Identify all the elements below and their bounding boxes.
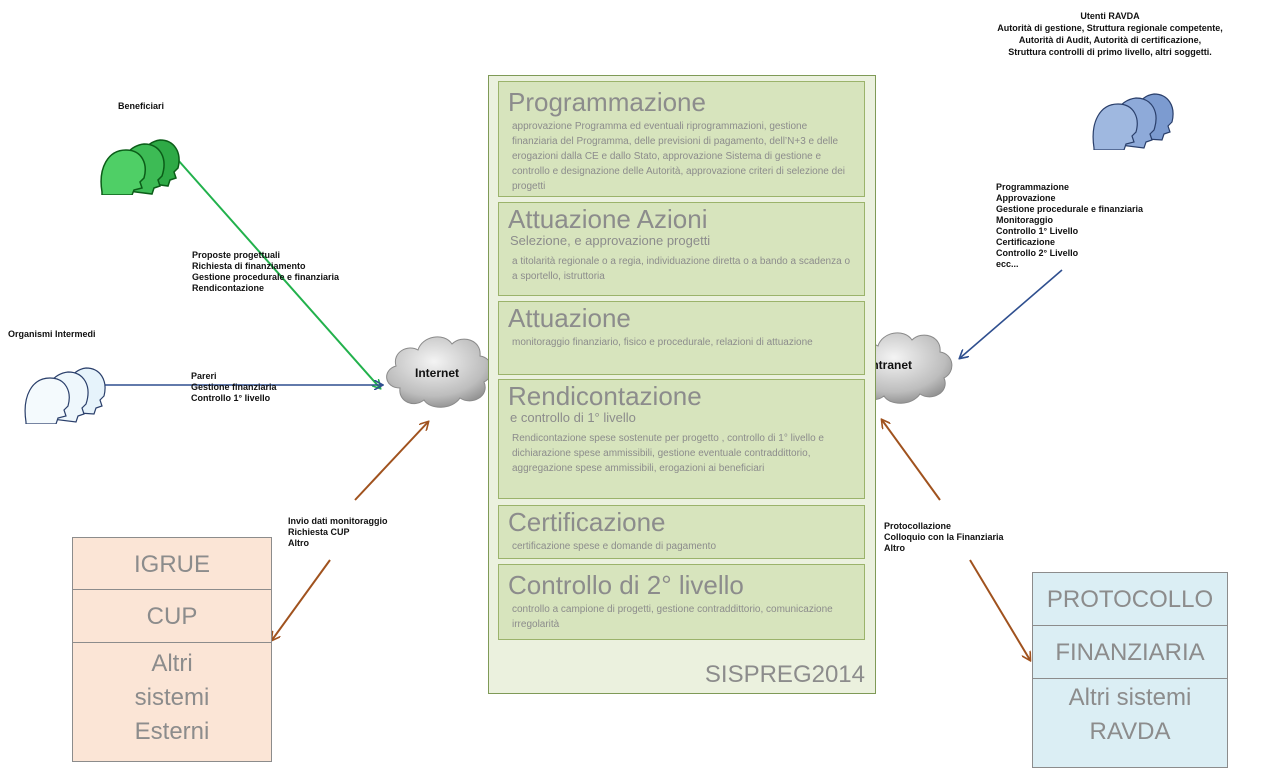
external-system-label: Esterni: [134, 718, 210, 745]
section-title: Controllo di 2° livello: [508, 570, 744, 600]
section-title: Programmazione: [508, 87, 706, 117]
external-system-protocollo: PROTOCOLLO: [1032, 572, 1228, 626]
external-right-flow-line: Altro: [884, 543, 905, 553]
section-attuazione-azioni: Attuazione Azioni Selezione, e approvazi…: [498, 202, 865, 296]
ravda-flow-line: Gestione procedurale e finanziaria: [996, 204, 1144, 214]
external-system-label: FINANZIARIA: [1055, 639, 1205, 666]
external-left-flow-line: Richiesta CUP: [288, 527, 350, 537]
ravda-title-line: Autorità di gestione, Struttura regional…: [997, 23, 1223, 33]
external-system-cup: CUP: [72, 589, 272, 643]
external-system-label: RAVDA: [1089, 718, 1171, 745]
section-description: approvazione Programma ed eventuali ripr…: [512, 121, 845, 192]
section-controllo-2-livello: Controllo di 2° livello controllo a camp…: [498, 564, 865, 640]
beneficiari-flow-label: Proposte progettuali Richiesta di finanz…: [192, 250, 339, 294]
ravda-flow-line: Controllo 1° Livello: [996, 226, 1079, 236]
internet-external-left-arrow-b: [272, 559, 331, 640]
external-system-label: Altri: [151, 650, 193, 677]
section-description: monitoraggio finanziario, fisico e proce…: [512, 337, 813, 348]
organismi-people-icon: [22, 344, 112, 424]
section-subtitle: Selezione, e approvazione progetti: [510, 233, 711, 248]
ravda-flow-line: ecc...: [996, 259, 1019, 269]
external-system-label: IGRUE: [133, 551, 210, 578]
beneficiari-flow-line: Gestione procedurale e finanziaria: [192, 272, 340, 282]
beneficiari-people-icon: [98, 120, 188, 195]
ravda-flow-line: Controllo 2° Livello: [996, 248, 1079, 258]
ravda-title-line: Autorità di Audit, Autorità di certifica…: [1018, 35, 1202, 45]
section-attuazione: Attuazione monitoraggio finanziario, fis…: [498, 301, 865, 375]
section-rendicontazione: Rendicontazione e controllo di 1° livell…: [498, 379, 865, 499]
sispreg-system-box: Programmazione approvazione Programma ed…: [488, 75, 876, 694]
section-title: Certificazione: [508, 507, 666, 537]
organismi-flow-line: Pareri: [191, 371, 217, 381]
external-system-igrue: IGRUE: [72, 537, 272, 590]
beneficiari-to-internet-arrow: [177, 159, 380, 388]
ravda-flow-line: Programmazione: [996, 182, 1070, 192]
section-description: controllo a campione di progetti, gestio…: [512, 604, 833, 630]
ravda-flow-line: Approvazione: [996, 193, 1056, 203]
organismi-flow-line: Controllo 1° livello: [191, 393, 271, 403]
external-system-finanziaria: FINANZIARIA: [1032, 625, 1228, 679]
organismi-title: Organismi Intermedi: [8, 329, 96, 339]
external-system-label: PROTOCOLLO: [1046, 586, 1214, 613]
beneficiari-flow-line: Proposte progettuali: [192, 250, 281, 260]
external-right-flow-line: Protocollazione: [884, 521, 952, 531]
internet-external-left-arrow-a: [354, 422, 428, 501]
intranet-external-right-arrow-a: [882, 420, 941, 501]
ravda-title-line: Struttura controlli di primo livello, al…: [1008, 47, 1212, 57]
external-left-flow-line: Altro: [288, 538, 309, 548]
section-description: a titolarità regionale o a regia, indivi…: [512, 256, 851, 282]
sispreg-name: SISPREG2014: [704, 661, 865, 688]
ravda-flow-line: Monitoraggio: [996, 215, 1053, 225]
external-left-flow-line: Invio dati monitoraggio: [288, 516, 388, 526]
section-programmazione: Programmazione approvazione Programma ed…: [498, 81, 865, 197]
ravda-to-intranet-arrow: [960, 269, 1063, 358]
beneficiari-flow-line: Richiesta di finanziamento: [192, 261, 306, 271]
external-system-altri-ravda: Altri sistemi RAVDA: [1032, 678, 1228, 768]
internet-cloud-icon: [380, 326, 498, 417]
section-title: Attuazione: [508, 303, 631, 333]
intranet-external-right-arrow-b: [969, 559, 1030, 660]
ravda-flow-line: Certificazione: [996, 237, 1056, 247]
intranet-label: Intranet: [868, 358, 913, 372]
section-title: Rendicontazione: [508, 381, 702, 411]
beneficiari-flow-line: Rendicontazione: [192, 283, 265, 293]
organismi-flow-line: Gestione finanziaria: [191, 382, 277, 392]
external-system-altri-esterni: Altri sistemi Esterni: [72, 642, 272, 762]
organismi-flow-label: Pareri Gestione finanziaria Controllo 1°…: [191, 371, 277, 404]
external-system-label: Altri sistemi: [1068, 684, 1192, 711]
ravda-title-line: Utenti RAVDA: [1080, 11, 1140, 21]
ravda-flow-label: Programmazione Approvazione Gestione pro…: [996, 182, 1143, 270]
external-right-flow-label: Protocollazione Colloquio con la Finanzi…: [884, 521, 1004, 554]
section-description: certificazione spese e domande di pagame…: [512, 541, 717, 552]
section-title: Attuazione Azioni: [508, 204, 708, 234]
ravda-people-icon: [1090, 70, 1180, 150]
external-right-flow-line: Colloquio con la Finanziaria: [884, 532, 1004, 542]
external-system-label: sistemi: [134, 684, 210, 711]
connector-arrows: [100, 159, 1063, 751]
ravda-title-block: Utenti RAVDA Autorità di gestione, Strut…: [940, 10, 1280, 58]
section-description: Rendicontazione spese sostenute per prog…: [512, 433, 824, 474]
section-certificazione: Certificazione certificazione spese e do…: [498, 505, 865, 559]
beneficiari-title: Beneficiari: [118, 101, 165, 111]
external-left-flow-label: Invio dati monitoraggio Richiesta CUP Al…: [288, 516, 388, 549]
section-subtitle: e controllo di 1° livello: [510, 410, 636, 425]
external-system-label: CUP: [146, 603, 198, 630]
internet-label: Internet: [415, 366, 460, 380]
